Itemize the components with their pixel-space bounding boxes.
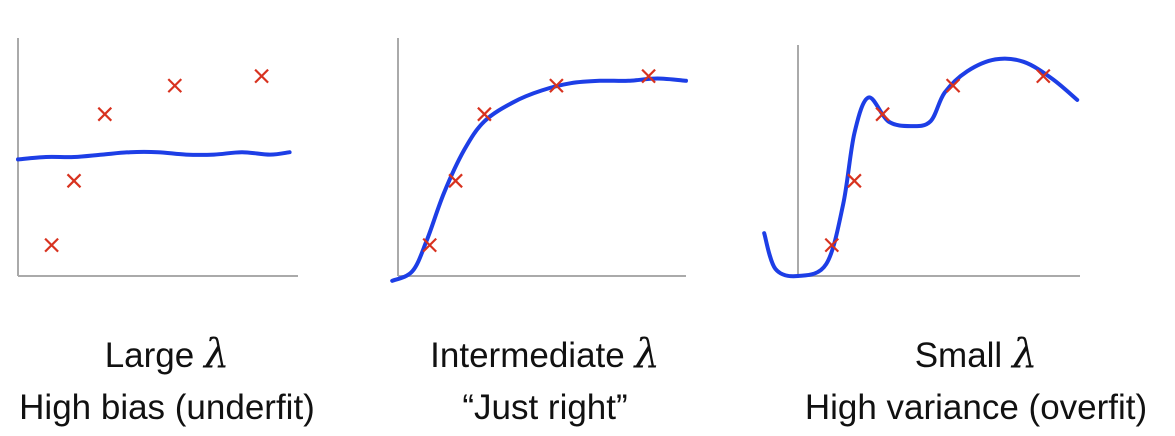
marker-stroke [254, 68, 269, 84]
panel-overfit [762, 45, 1080, 279]
marker-stroke [945, 78, 961, 93]
caption-large-lambda: Large λ High bias (underfit) [0, 328, 334, 434]
marker-stroke [847, 173, 862, 189]
marker-stroke [448, 173, 463, 189]
fit-curve [390, 76, 688, 283]
caption-subtitle: “Just right” [462, 388, 628, 427]
data-point-marker [66, 173, 82, 189]
marker-stroke [875, 106, 890, 122]
fit-curve [762, 56, 1080, 279]
data-point-marker [167, 78, 183, 93]
data-points [824, 68, 1051, 253]
caption-small-lambda: Small λ High variance (overfit) [779, 328, 1173, 434]
marker-stroke [824, 237, 840, 253]
marker-stroke [1036, 68, 1051, 84]
panel-just-right [390, 38, 688, 283]
figure [16, 38, 1080, 283]
marker-stroke [97, 106, 113, 122]
marker-stroke [549, 78, 564, 93]
marker-stroke [422, 237, 437, 253]
marker-stroke [641, 68, 656, 84]
caption-subtitle: High bias (underfit) [19, 388, 315, 427]
marker-stroke [477, 106, 492, 122]
data-point-marker [945, 78, 961, 93]
fit-curve-layer [762, 56, 1080, 279]
fit-curve-layer [390, 76, 688, 283]
data-point-marker [847, 173, 862, 189]
lambda-symbol: λ [1011, 331, 1038, 377]
data-point-marker [824, 237, 840, 253]
caption-title: Intermediate [430, 336, 625, 375]
fit-curve [16, 149, 292, 162]
caption-intermediate-lambda: Intermediate λ “Just right” [378, 328, 712, 434]
caption-title-row: Large λ [0, 328, 334, 382]
lambda-symbol: λ [203, 331, 230, 377]
caption-title-row: Small λ [779, 328, 1173, 382]
data-point-marker [1036, 68, 1051, 84]
marker-stroke [167, 78, 183, 93]
lambda-symbol: λ [634, 331, 660, 377]
data-point-marker [44, 237, 59, 253]
caption-title: Small [914, 336, 1003, 375]
fit-curve-layer [16, 149, 292, 162]
data-point-marker [549, 78, 564, 93]
data-point-marker [254, 68, 269, 84]
marker-stroke [44, 237, 59, 253]
caption-title: Large [104, 336, 195, 375]
data-points [422, 68, 656, 253]
caption-title-row: Intermediate λ [378, 328, 712, 382]
data-point-marker [641, 68, 656, 84]
panel-underfit [16, 38, 298, 277]
data-point-marker [448, 173, 463, 189]
data-points [44, 68, 269, 253]
data-point-marker [477, 106, 492, 122]
data-point-marker [422, 237, 437, 253]
caption-subtitle: High variance (overfit) [804, 388, 1148, 427]
data-point-marker [97, 106, 113, 122]
data-point-marker [875, 106, 890, 122]
marker-stroke [66, 173, 82, 189]
